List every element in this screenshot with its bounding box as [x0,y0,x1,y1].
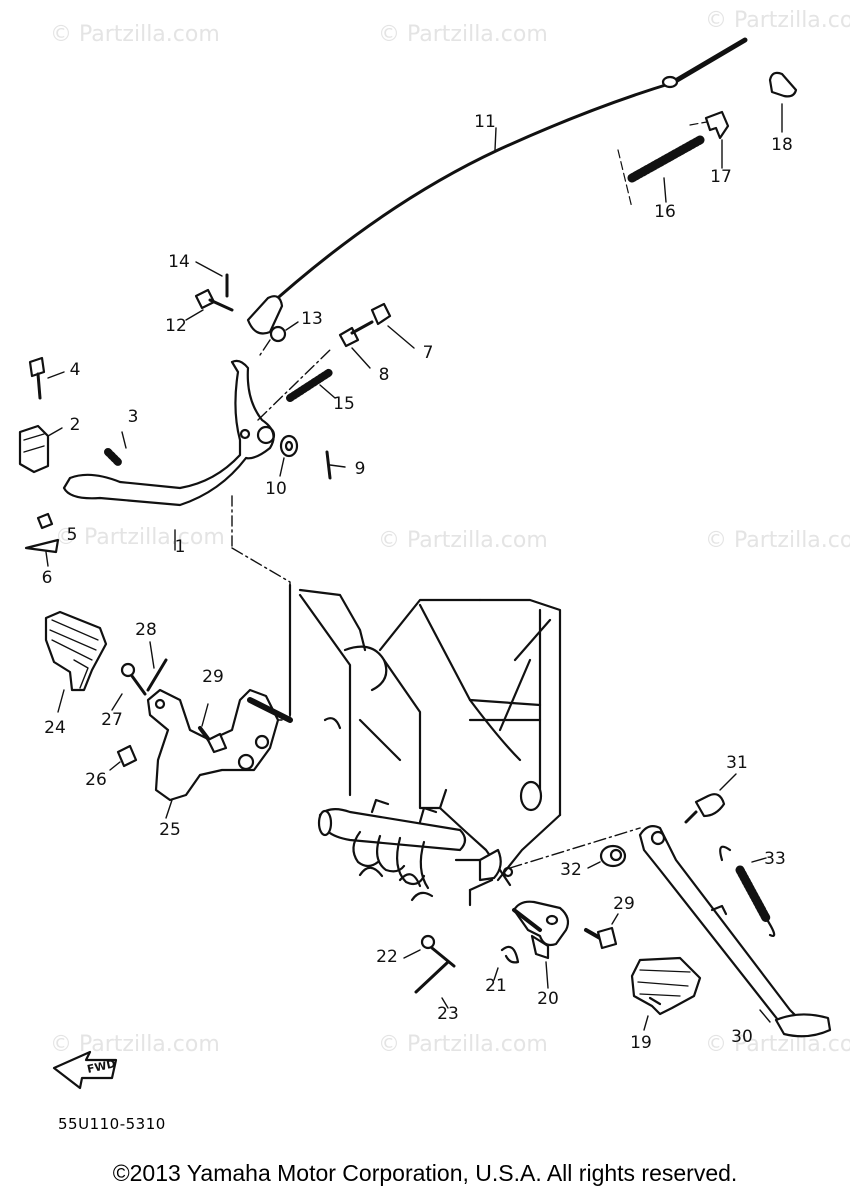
brake-pedal [62,359,276,551]
pedal-washer [279,434,299,477]
callout-25: 25 [159,820,181,840]
watermark: © Partzilla.com [705,8,850,33]
callout-31: 31 [726,753,748,773]
watermark: © Partzilla.com [50,22,220,47]
callout-15: 15 [333,394,355,414]
callout-1: 1 [174,537,186,557]
right-cotter-pin [414,960,450,1009]
right-footpeg-pin [403,934,456,968]
watermark: © Partzilla.com [378,528,548,553]
pivot-shaft [317,798,641,902]
tip-bolt [28,356,65,400]
rod-spring [617,119,719,209]
callout-33: 33 [764,849,786,869]
footpeg-bracket [146,688,293,819]
callout-7: 7 [422,343,434,363]
pedal-pin [325,450,346,480]
watermark: © Partzilla.com [378,22,548,47]
callout-16: 16 [654,202,676,222]
clevis-pin [185,288,234,321]
callout-30: 30 [731,1027,753,1047]
callout-28: 28 [135,620,157,640]
callout-19: 19 [630,1033,652,1053]
pedal-tip [18,424,63,474]
callout-18: 18 [771,135,793,155]
watermark: © Partzilla.com [378,1032,548,1057]
watermark: © Partzilla.com [50,1032,220,1057]
sidestand-collar [587,844,627,869]
brake-rod [246,37,748,335]
callout-9: 9 [354,459,366,479]
callout-32: 32 [560,860,582,880]
callout-26: 26 [85,770,107,790]
callout-6: 6 [41,568,53,588]
callout-10: 10 [265,479,287,499]
bracket-nut [109,744,138,771]
copyright-notice: ©2013 Yamaha Motor Corporation, U.S.A. A… [112,1160,738,1186]
tip-nut [36,512,54,530]
tip-cotter-pin [24,538,60,567]
cotter-pin [195,261,229,298]
callout-4: 4 [69,360,81,380]
callout-27: 27 [101,710,123,730]
tip-spring [104,431,127,466]
right-footpeg-bracket [512,900,570,989]
frame [288,583,562,907]
footpeg-shaft [111,662,147,711]
bracket-bolt [198,703,228,754]
bolt-and-nut [338,302,415,369]
callout-2: 2 [69,415,81,435]
callout-11: 11 [474,112,496,132]
footpeg-pin [146,641,168,692]
sidestand-spring [719,845,776,937]
callout-13: 13 [301,309,323,329]
washer [269,321,299,343]
footpeg-spring [493,945,520,981]
callout-8: 8 [378,365,390,385]
fwd-arrow-icon: FWD [52,1050,118,1090]
adjust-nut [768,71,798,133]
callout-5: 5 [66,525,78,545]
watermark: © Partzilla.com [705,528,850,553]
callout-3: 3 [127,407,139,427]
watermark: © Partzilla.com [55,525,225,550]
callout-22: 22 [376,947,398,967]
watermark: © Partzilla.com [705,1032,850,1057]
callout-12: 12 [165,316,187,336]
return-spring [286,368,336,402]
callout-24: 24 [44,718,66,738]
callout-29: 29 [202,667,224,687]
sidestand-bolt [684,773,737,824]
callout-14: 14 [168,252,190,272]
callout-29-lower: 29 [613,894,635,914]
callout-20: 20 [537,989,559,1009]
callout-21: 21 [485,976,507,996]
bracket-bolt-lower [584,913,619,950]
rod-clip [704,110,730,169]
fwd-label: FWD [86,1057,117,1076]
sidestand [638,825,832,1038]
callout-17: 17 [710,167,732,187]
diagram-code: 55U110-5310 [58,1115,166,1133]
callout-23: 23 [437,1004,459,1024]
right-footpeg [630,956,702,1031]
left-footpeg [44,610,108,713]
